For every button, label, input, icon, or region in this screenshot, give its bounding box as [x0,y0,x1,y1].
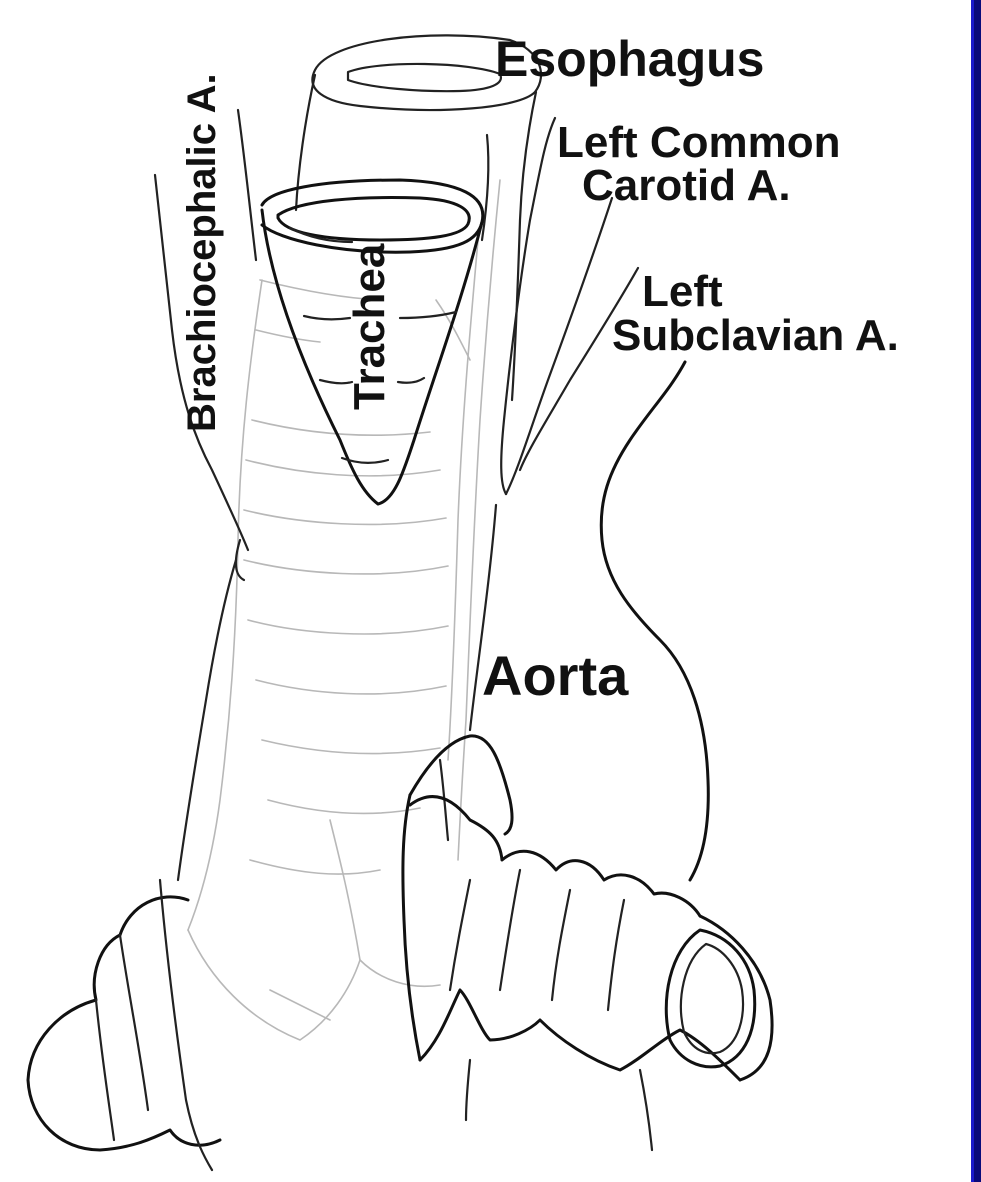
brachiocephalic-label: Brachiocephalic A. [180,73,224,432]
esophagus-tube [296,35,541,400]
left-common-carotid-label-line1: Left Common [557,118,841,167]
esophagus-label: Esophagus [495,31,764,87]
frame-border-highlight [971,0,974,1182]
left-subclavian-label-line1: Left [642,267,723,316]
left-common-carotid-label-line2: Carotid A. [582,161,791,210]
trachea-body-sketch [188,180,500,1040]
left-subclavian-label-line2: Subclavian A. [612,311,899,360]
right-bronchus [28,560,236,1170]
aorta-label: Aorta [482,644,629,707]
descending-aorta [403,736,772,1150]
trachea-label: Trachea [345,243,394,410]
